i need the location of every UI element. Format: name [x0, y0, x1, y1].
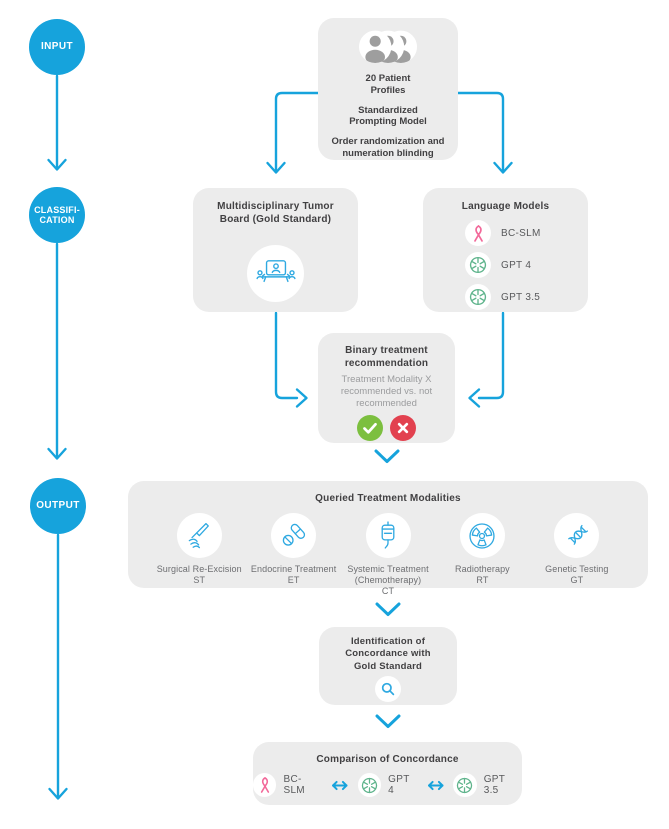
modality-endocrine-treatment: Endocrine Treatment ET	[246, 513, 340, 596]
modality-radiotherapy: Radiotherapy RT	[435, 513, 529, 596]
rail-classification-label-line2: CATION	[39, 215, 75, 225]
branch-arrow-left	[274, 91, 320, 172]
binary-recommendation-subtitle: Treatment Modality X recommended vs. not…	[340, 374, 433, 409]
branch-arrow-right	[456, 91, 505, 172]
tumor-board-icon-circle	[247, 245, 304, 302]
model-name: BC-SLM	[501, 227, 541, 239]
patient-profiles-text: 20 Patient Profiles	[365, 72, 411, 96]
rail-node-input: INPUT	[29, 19, 85, 75]
dna-icon	[567, 524, 588, 545]
cross-icon	[390, 414, 416, 441]
queried-modalities-box: Queried Treatment Modalities Surgical	[128, 481, 648, 596]
icon-circle	[465, 220, 491, 246]
icon-circle	[465, 252, 491, 278]
icon-circle	[271, 513, 317, 558]
tumor-board-to-binary-arrow	[274, 311, 299, 400]
comparison-box: Comparison of Concordance BC-SLM	[253, 742, 522, 805]
binary-recommendation-title: Binary treatment recommendation	[344, 345, 429, 369]
magnifier-icon	[381, 682, 395, 696]
comparison-title: Comparison of Concordance	[316, 754, 459, 765]
modality-label: Radiotherapy	[455, 564, 510, 574]
icon-circle	[365, 513, 411, 558]
order-randomization-text: Order randomization and numeration blind…	[331, 136, 445, 160]
modality-label: Genetic Testing	[545, 564, 609, 574]
model-name: GPT 4	[501, 259, 532, 271]
openai-icon	[457, 777, 473, 793]
rail-node-classification: CLASSIFI- CATION	[29, 187, 85, 243]
model-row-gpt35: GPT 3.5	[465, 284, 588, 310]
scalpel-icon	[188, 522, 210, 548]
icon-circle	[465, 284, 491, 310]
modality-code: CT	[381, 585, 395, 596]
openai-icon	[469, 256, 487, 274]
chevron-down-modalities-to-identification	[375, 602, 401, 616]
rail-node-output: OUTPUT	[30, 478, 86, 534]
comparison-model-name: GPT 4	[388, 774, 410, 796]
chevron-down-identification-to-comparison	[375, 714, 401, 728]
patients-group-icon	[358, 30, 418, 64]
check-icon	[357, 414, 383, 441]
pink-ribbon-icon	[473, 224, 483, 242]
pink-ribbon-icon	[260, 777, 269, 793]
chevron-down-binary-to-modalities	[374, 449, 400, 463]
standardized-prompting-text: Standardized Prompting Model	[349, 104, 427, 128]
icon-circle	[375, 676, 401, 703]
pills-icon	[282, 523, 305, 546]
model-row-bc-slm: BC-SLM	[465, 220, 588, 246]
comparison-model-name: BC-SLM	[283, 774, 305, 796]
tumor-board-box: Multidisciplinary Tumor Board (Gold Stan…	[193, 188, 358, 312]
icon-circle	[357, 773, 382, 797]
modality-surgical-re-excision: Surgical Re-Excision ST	[152, 513, 246, 596]
icon-circle	[453, 773, 477, 797]
modality-genetic-testing: Genetic Testing GT	[530, 513, 624, 596]
left-right-arrow-icon	[332, 780, 348, 790]
modality-label: Systemic Treatment (Chemotherapy)	[347, 564, 429, 585]
tumor-board-meeting-icon	[255, 259, 296, 282]
modality-code: ST	[193, 574, 206, 585]
queried-modalities-title: Queried Treatment Modalities	[315, 493, 461, 504]
model-row-gpt4: GPT 4	[465, 252, 588, 278]
rail-classification-label-line1: CLASSIFI-	[34, 204, 80, 215]
comparison-model-name: GPT 3.5	[483, 774, 505, 796]
left-right-arrow-icon	[427, 780, 444, 790]
rail-input-label: INPUT	[41, 41, 73, 53]
language-models-to-binary-arrow	[477, 311, 505, 400]
openai-icon	[361, 777, 378, 793]
icon-circle	[554, 513, 600, 558]
language-models-box: Language Models BC-SLM	[423, 188, 588, 312]
modality-code: ET	[287, 574, 300, 585]
binary-recommendation-box: Binary treatment recommendation Treatmen…	[318, 333, 455, 443]
modality-code: GT	[570, 574, 584, 585]
rail-output-label: OUTPUT	[36, 500, 80, 512]
modality-code: RT	[476, 574, 489, 585]
icon-circle	[253, 773, 277, 797]
tumor-board-title: Multidisciplinary Tumor Board (Gold Stan…	[217, 201, 334, 225]
model-name: GPT 3.5	[501, 291, 541, 303]
patient-profiles-box: 20 Patient Profiles Standardized Prompti…	[318, 18, 458, 160]
modality-systemic-treatment: Systemic Treatment (Chemotherapy) CT	[341, 513, 435, 596]
radiation-icon	[469, 522, 496, 549]
modality-label: Endocrine Treatment	[250, 564, 337, 574]
language-models-title: Language Models	[461, 201, 550, 212]
identification-title: Identification of Concordance with Gold …	[345, 636, 431, 672]
icon-circle	[459, 513, 505, 558]
icon-circle	[176, 513, 222, 558]
identification-box: Identification of Concordance with Gold …	[319, 627, 457, 705]
modality-label: Surgical Re-Excision	[156, 564, 242, 574]
openai-icon	[469, 288, 487, 306]
iv-drip-icon	[381, 520, 395, 549]
